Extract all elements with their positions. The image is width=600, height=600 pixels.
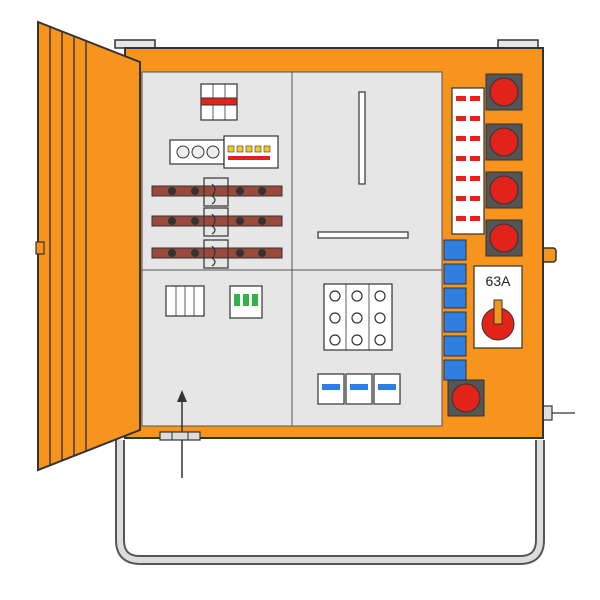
slot-markings xyxy=(317,91,409,239)
fuse-holder-row xyxy=(169,139,225,165)
door-knob xyxy=(35,241,45,255)
side-knob xyxy=(541,247,557,263)
fuse-base-grid xyxy=(323,283,393,351)
panel-upper-right xyxy=(291,71,443,271)
door-hinge xyxy=(159,431,201,441)
terminal-block xyxy=(165,285,205,317)
main-switch-icon xyxy=(473,265,523,349)
stand-frame xyxy=(115,440,545,565)
circuit-breaker-icon xyxy=(223,135,279,169)
rcbo-row xyxy=(317,373,401,405)
cable-gland xyxy=(539,405,575,421)
schuko-socket-icon xyxy=(443,239,467,381)
busbar-icon xyxy=(151,177,283,269)
open-door xyxy=(37,20,141,472)
cee-socket-icon xyxy=(447,73,523,417)
rcd-device xyxy=(229,285,263,319)
breaker-column xyxy=(451,87,485,235)
panel-lower-left xyxy=(141,269,293,427)
main-breaker xyxy=(200,83,238,121)
switch-rating-label: 63A xyxy=(486,273,512,289)
top-handles xyxy=(114,39,539,49)
